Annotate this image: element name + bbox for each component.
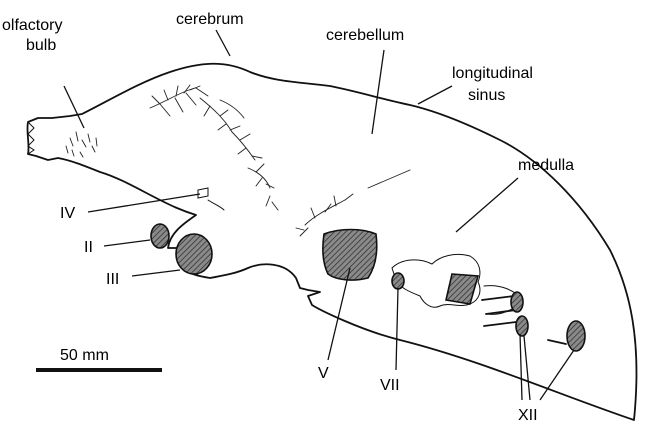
label-scale-bar: 50 mm [60, 347, 109, 364]
nerve-XII-stump-c [567, 321, 585, 351]
label-nerve-XII: XII [518, 407, 538, 424]
nerve-II-stump [151, 224, 169, 248]
leader-IV [88, 194, 200, 212]
label-nerve-V: V [318, 365, 329, 382]
nerve-III-stump [176, 234, 212, 274]
leader-XII-a [520, 334, 522, 400]
leader-longitudinal-sinus [418, 86, 452, 104]
label-olfactory-bulb-line1: olfactory [2, 17, 62, 34]
leader-cerebellum [372, 50, 384, 134]
leader-III [132, 270, 180, 276]
label-nerve-II: II [84, 239, 93, 256]
leader-cerebrum [216, 30, 230, 56]
leader-olfactory-bulb [64, 86, 84, 128]
label-cerebrum: cerebrum [176, 11, 244, 28]
nerve-XII-stump-a [511, 292, 523, 312]
label-nerve-VII: VII [380, 377, 400, 394]
cerebrum-ridge [208, 200, 224, 210]
leader-VII [396, 288, 398, 370]
label-longitudinal-sinus-line1: longitudinal [452, 65, 533, 82]
label-olfactory-bulb-line2: bulb [26, 37, 56, 54]
label-medulla: medulla [518, 157, 574, 174]
medulla-nerve-root [446, 274, 478, 304]
leader-XII-b [524, 336, 530, 400]
label-nerve-IV: IV [60, 205, 75, 222]
nerve-XII-stump-b [516, 316, 528, 336]
nerve-V-stump [323, 230, 377, 281]
nerve-XII-root-d [548, 340, 566, 344]
nerve-VII-stump [392, 273, 404, 289]
nerve-XII-root-c [484, 322, 516, 326]
cerebellum-vessels [296, 170, 410, 236]
label-nerve-III: III [106, 271, 119, 288]
leader-medulla [456, 178, 518, 232]
olfactory-fibres [66, 132, 97, 157]
trochlear-root [198, 188, 208, 198]
label-cerebellum: cerebellum [326, 27, 404, 44]
leader-II [104, 240, 150, 246]
label-longitudinal-sinus-line2: sinus [468, 87, 505, 104]
nerve-XII-root-a [482, 296, 514, 300]
cerebrum-vessels [150, 85, 278, 210]
